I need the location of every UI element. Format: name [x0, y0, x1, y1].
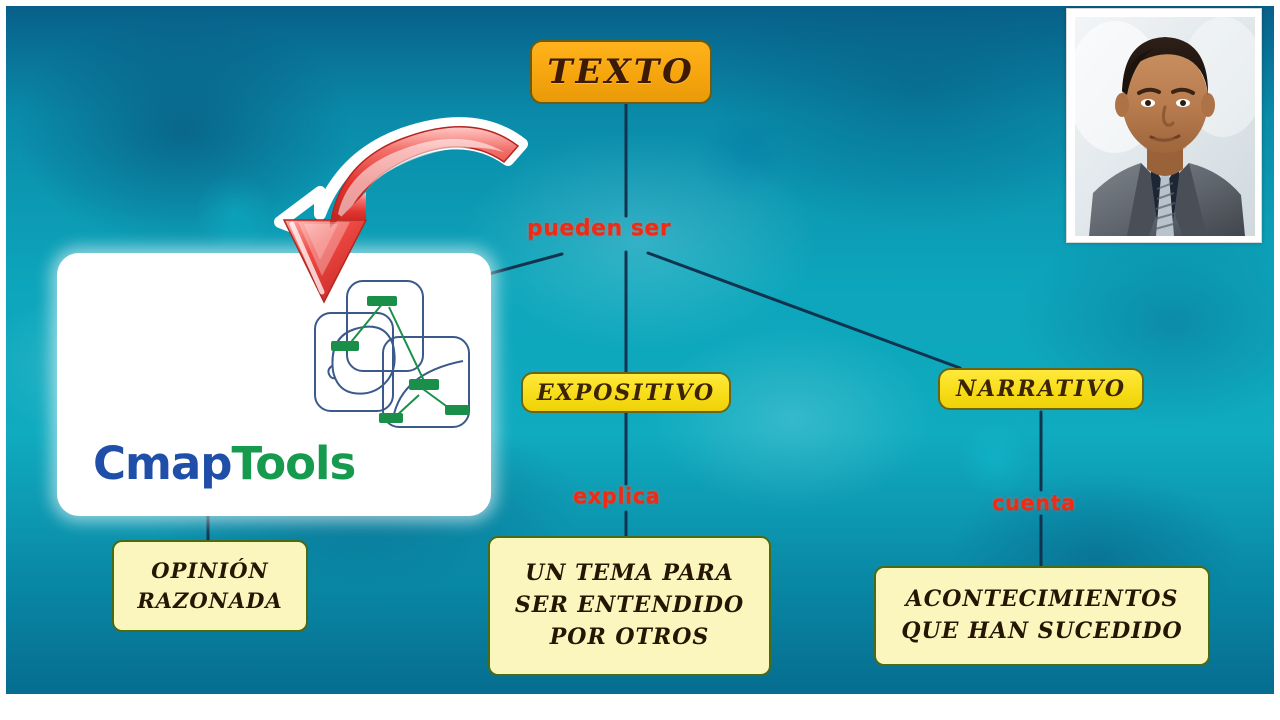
edge-puedenser-narrativo	[646, 251, 962, 370]
presenter-photo	[1075, 17, 1255, 236]
frame-left-border	[0, 0, 6, 720]
frame-bottom-border	[0, 694, 1280, 720]
acontecimientos-line-1: ACONTECIMIENTOS	[905, 586, 1179, 613]
concept-node-texto[interactable]: TEXTO	[530, 40, 712, 104]
concept-node-opinion-razonada[interactable]: OPINIÓN RAZONADA	[112, 540, 308, 632]
concept-node-acontecimientos-que-han-sucedido[interactable]: ACONTECIMIENTOS QUE HAN SUCEDIDO	[874, 566, 1210, 666]
presenter-photo-frame	[1066, 8, 1262, 243]
frame-top-border	[0, 0, 1280, 6]
concept-node-narrativo[interactable]: NARRATIVO	[938, 368, 1144, 410]
concept-node-expositivo[interactable]: EXPOSITIVO	[521, 372, 731, 413]
opinion-line-1: OPINIÓN	[151, 557, 269, 583]
frame-right-border	[1274, 0, 1280, 720]
link-phrase-cuenta: cuenta	[992, 491, 1076, 515]
concept-node-texto-label: TEXTO	[547, 52, 695, 92]
logo-word-cmap: Cmap	[93, 437, 232, 490]
concept-node-expositivo-label: EXPOSITIVO	[536, 379, 716, 406]
logo-word-tools: Tools	[231, 437, 357, 490]
cmaptools-logo-icon	[314, 280, 470, 428]
acontecimientos-line-2: QUE HAN SUCEDIDO	[901, 618, 1183, 644]
untema-line-1: UN TEMA PARA	[525, 560, 734, 587]
concept-node-un-tema-para-ser-entendido[interactable]: UN TEMA PARA SER ENTENDIDO POR OTROS	[488, 536, 771, 676]
cmaptools-logo-card[interactable]: CmapTools	[57, 253, 491, 516]
link-phrase-pueden-ser: pueden ser	[527, 216, 672, 241]
untema-line-2: SER ENTENDIDO	[514, 592, 745, 619]
opinion-line-2: RAZONADA	[137, 588, 283, 613]
concept-node-narrativo-label: NARRATIVO	[955, 376, 1127, 402]
cmaptools-wordmark: CmapTools	[93, 433, 393, 495]
link-phrase-explica: explica	[573, 484, 661, 508]
curved-down-left-arrow-icon	[274, 117, 528, 304]
untema-line-3: POR OTROS	[549, 623, 710, 650]
